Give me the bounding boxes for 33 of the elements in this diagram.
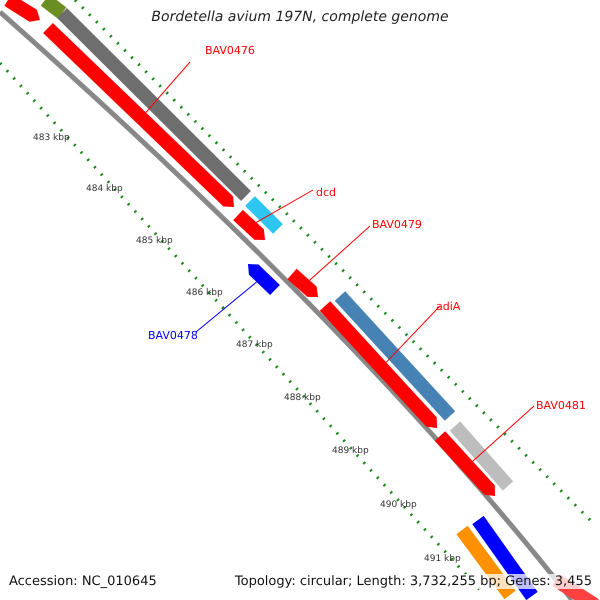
gene-feature bbox=[320, 301, 437, 428]
gene-label: BAV0478 bbox=[148, 329, 198, 342]
leader-line bbox=[309, 226, 370, 281]
scale-label: 489 kbp bbox=[332, 446, 369, 456]
leader-line bbox=[386, 306, 440, 363]
gene-label: BAV0481 bbox=[536, 399, 586, 412]
gene-feature bbox=[287, 268, 318, 297]
gene-label: dcd bbox=[316, 186, 336, 199]
scale-label: 490 kbp bbox=[380, 500, 417, 510]
gene-feature bbox=[450, 421, 514, 491]
genome-info-text: Topology: circular; Length: 3,732,255 bp; Genes: 3,455 bbox=[234, 574, 592, 589]
leader-line bbox=[196, 282, 258, 332]
scale-label: 486 kbp bbox=[186, 288, 223, 298]
gene-label: adiA bbox=[436, 300, 460, 313]
scale-label: 487 kbp bbox=[236, 340, 273, 350]
gene-feature bbox=[434, 431, 495, 496]
gene-label: BAV0479 bbox=[372, 218, 422, 231]
accession-text: Accession: NC_010645 bbox=[9, 574, 157, 589]
scale-label: 491 kbp bbox=[424, 554, 461, 564]
gene-feature bbox=[248, 264, 280, 295]
gene-feature bbox=[245, 196, 283, 234]
leader-line bbox=[256, 190, 314, 223]
title: Bordetella avium 197N, complete genome bbox=[150, 9, 450, 25]
leader-line bbox=[472, 406, 534, 462]
scale-label: 484 kbp bbox=[86, 184, 123, 194]
gene-label: BAV0476 bbox=[205, 44, 255, 57]
gene-feature bbox=[233, 210, 265, 240]
scale-label: 488 kbp bbox=[284, 393, 321, 403]
scale-label: 483 kbp bbox=[33, 133, 70, 143]
leader-line bbox=[145, 62, 190, 113]
gene-feature bbox=[40, 0, 66, 19]
scale-label: 485 kbp bbox=[136, 236, 173, 246]
gene-feature bbox=[4, 0, 40, 22]
